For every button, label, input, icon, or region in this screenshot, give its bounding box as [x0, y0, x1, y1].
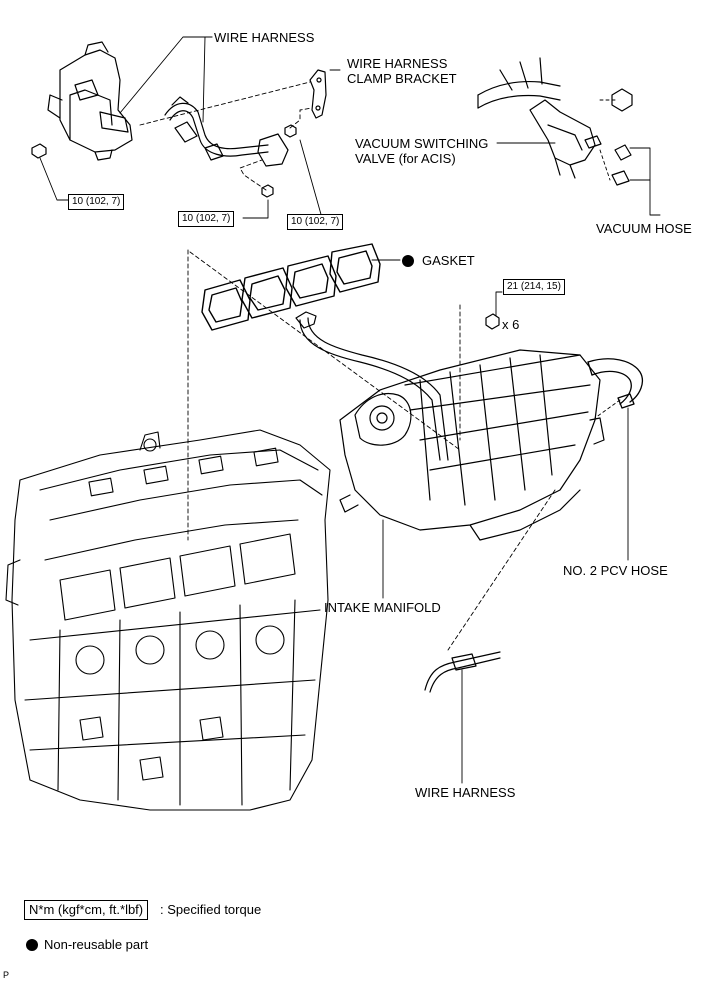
bolt-x6 — [485, 313, 500, 330]
label-vacuum-hose: VACUUM HOSE — [596, 221, 692, 236]
label-pcv-hose: NO. 2 PCV HOSE — [563, 563, 668, 578]
wire-harness-connector-bottom — [424, 651, 501, 693]
vacuum-switching-valve-assembly — [477, 57, 633, 186]
leader-lines-manifold — [382, 291, 556, 651]
torque-box-1: 10 (102, 7) — [68, 194, 125, 210]
label-bolt-count: x 6 — [502, 317, 520, 332]
corner-mark: P — [3, 970, 10, 980]
label-intake-manifold: INTAKE MANIFOLD — [324, 600, 441, 615]
leader-lines-vsv — [496, 99, 661, 216]
gasket — [201, 243, 381, 331]
intake-manifold — [295, 311, 605, 541]
label-vsv-line1: VACUUM SWITCHING — [355, 136, 489, 151]
torque-box-2: 10 (102, 7) — [178, 211, 235, 227]
label-clamp-bracket-line2: CLAMP BRACKET — [347, 71, 457, 86]
label-wire-harness-bottom: WIRE HARNESS — [415, 785, 516, 800]
legend-nonreusable-description: Non-reusable part — [44, 937, 149, 952]
label-wire-harness-top: WIRE HARNESS — [214, 30, 315, 45]
clamp-bracket — [309, 69, 327, 119]
pcv-hose — [587, 358, 644, 409]
bolt-group-top — [261, 124, 297, 198]
wire-harness-cable-top — [164, 96, 289, 167]
legend-torque-unit-box: N*m (kgf*cm, ft.*lbf) — [24, 900, 149, 920]
leader-lines-gasket — [187, 249, 461, 541]
torque-box-4: 21 (214, 15) — [503, 279, 565, 295]
nonreusable-dot-gasket — [402, 255, 414, 267]
label-vsv-line2: VALVE (for ACIS) — [355, 151, 456, 166]
wire-harness-bracket-top-left — [31, 41, 133, 161]
engine-block — [5, 429, 331, 811]
torque-box-3: 10 (102, 7) — [287, 214, 344, 230]
legend-torque-description: : Specified torque — [160, 902, 262, 917]
label-gasket: GASKET — [422, 253, 475, 268]
legend-nonreusable-dot — [26, 939, 38, 951]
leader-lines-top — [39, 36, 341, 219]
label-clamp-bracket-line1: WIRE HARNESS — [347, 56, 448, 71]
leader-lines-pcv — [594, 399, 629, 561]
